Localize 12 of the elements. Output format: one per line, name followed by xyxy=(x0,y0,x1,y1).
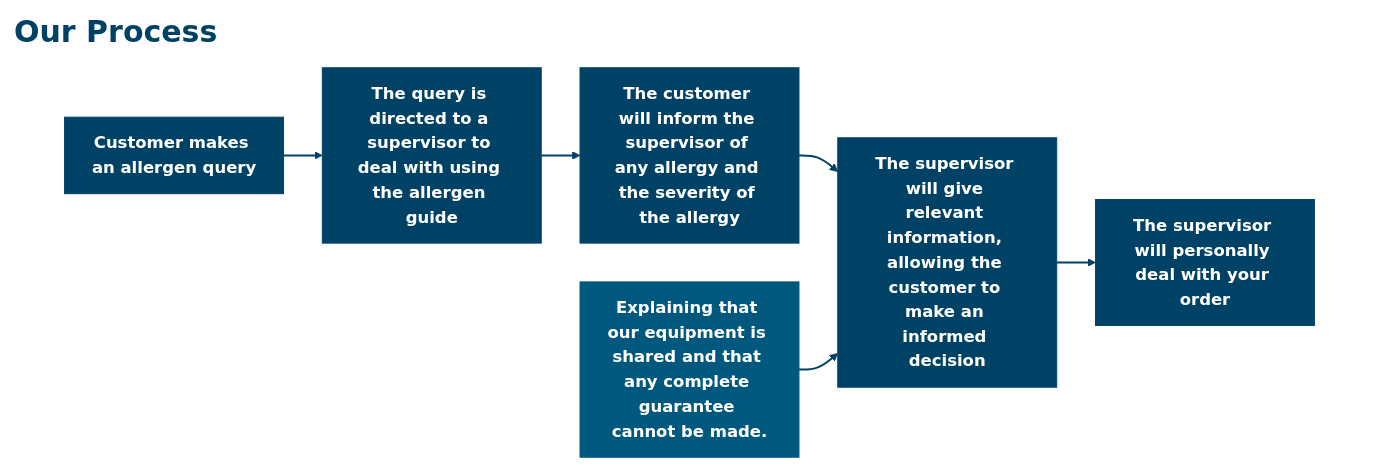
arrow xyxy=(798,154,839,172)
arrow xyxy=(282,151,323,160)
node-box: Customer makes an allergen query xyxy=(64,116,284,195)
node-box: Explaining that our equipment is shared and that any complete guarantee cannot be made. xyxy=(579,281,800,458)
arrow xyxy=(1055,258,1096,267)
node-box: The customer will inform the supervisor of any allergy and the severity of the allergy xyxy=(579,67,800,244)
title: Our Process xyxy=(14,14,218,49)
node-box: The supervisor will give relevant information, allowing the customer to make an informed decision xyxy=(837,137,1058,388)
arrow xyxy=(540,151,581,160)
arrow xyxy=(798,353,839,371)
node-box: The supervisor will personally deal with your order xyxy=(1095,199,1315,326)
node-box: The query is directed to a supervisor to deal with using the allergen guide xyxy=(321,67,542,244)
